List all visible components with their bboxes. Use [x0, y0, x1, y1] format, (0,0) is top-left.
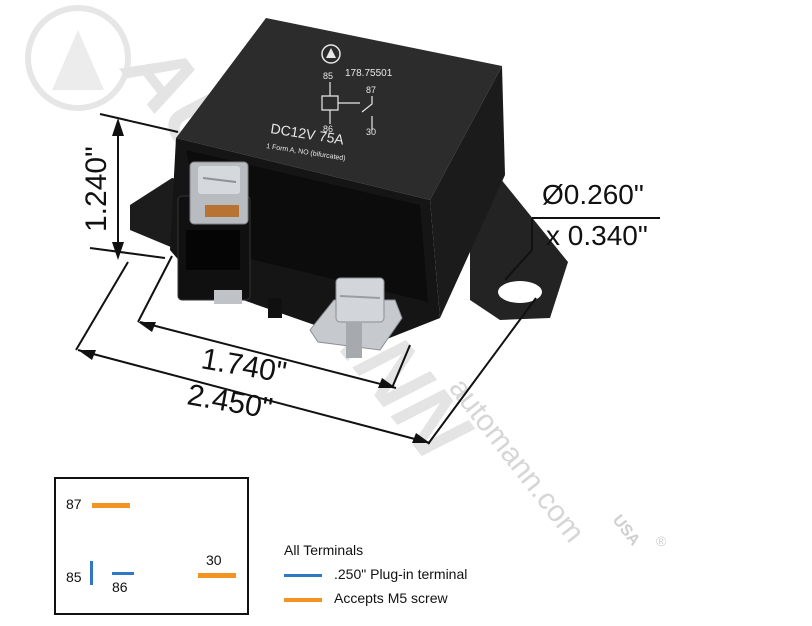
dimension-lines	[75, 113, 660, 445]
plug-in-label: .250" Plug-in terminal	[334, 566, 468, 582]
mounting-hole	[498, 281, 542, 303]
watermark-url: automann.com	[442, 372, 590, 549]
m5-screw-label: Accepts M5 screw	[334, 590, 448, 606]
m5-screw-swatch	[284, 598, 322, 602]
plug-in-swatch	[284, 574, 322, 577]
left-screw-terminal	[189, 161, 249, 225]
relay-schematic	[321, 82, 373, 130]
relay-terminal-87: 87	[366, 85, 376, 95]
dim-hole-diameter: Ø0.260"	[542, 179, 644, 210]
relay-right-face	[430, 66, 505, 318]
relay: 178.75501 85 87 86 30 DC12V 75A 1 Form A…	[130, 18, 568, 358]
pin-85-bar	[90, 561, 93, 585]
pin-87-label: 87	[66, 496, 82, 512]
mounting-tab	[470, 178, 568, 320]
terminal-legend: All Terminals .250" Plug-in terminal Acc…	[284, 542, 467, 614]
relay-terminal-85: 85	[323, 71, 333, 81]
pin-30-bar	[198, 573, 236, 578]
pin-87-bar	[92, 503, 130, 508]
relay-terminal-86: 86	[323, 124, 333, 134]
pin-diagram: 87 85 86 30	[54, 477, 249, 615]
legend-title-row: All Terminals	[284, 542, 363, 566]
brand-logo-icon	[321, 44, 341, 64]
pin-85-label: 85	[66, 569, 82, 585]
watermark-registered: ®	[656, 533, 667, 549]
legend-title: All Terminals	[284, 542, 364, 558]
pin-30-label: 30	[206, 552, 222, 568]
right-screw-terminal	[309, 277, 403, 358]
relay-top-face	[176, 18, 502, 200]
dim-height: 1.240"	[80, 146, 113, 232]
pin-86-bar	[112, 572, 134, 575]
part-number: 178.75501	[345, 68, 393, 79]
pin-86-label: 86	[112, 579, 128, 595]
watermark-usa: USA	[609, 512, 643, 549]
watermark-logo-icon	[25, 5, 131, 111]
legend-plug-in-row: .250" Plug-in terminal	[284, 566, 467, 590]
legend-m5-row: Accepts M5 screw	[284, 590, 448, 614]
relay-terminal-30: 30	[366, 127, 376, 137]
dim-hole-length: x 0.340"	[546, 220, 648, 251]
